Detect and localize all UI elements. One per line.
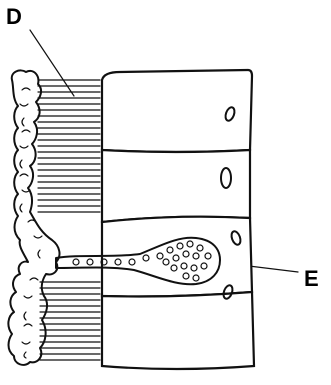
cell-4 [102,292,254,369]
mucus-layer [8,70,59,364]
label-e: E [304,266,319,291]
epithelial-cells [102,70,254,369]
microvilli [38,80,100,360]
label-d: D [6,4,22,29]
cell-1 [102,70,252,152]
